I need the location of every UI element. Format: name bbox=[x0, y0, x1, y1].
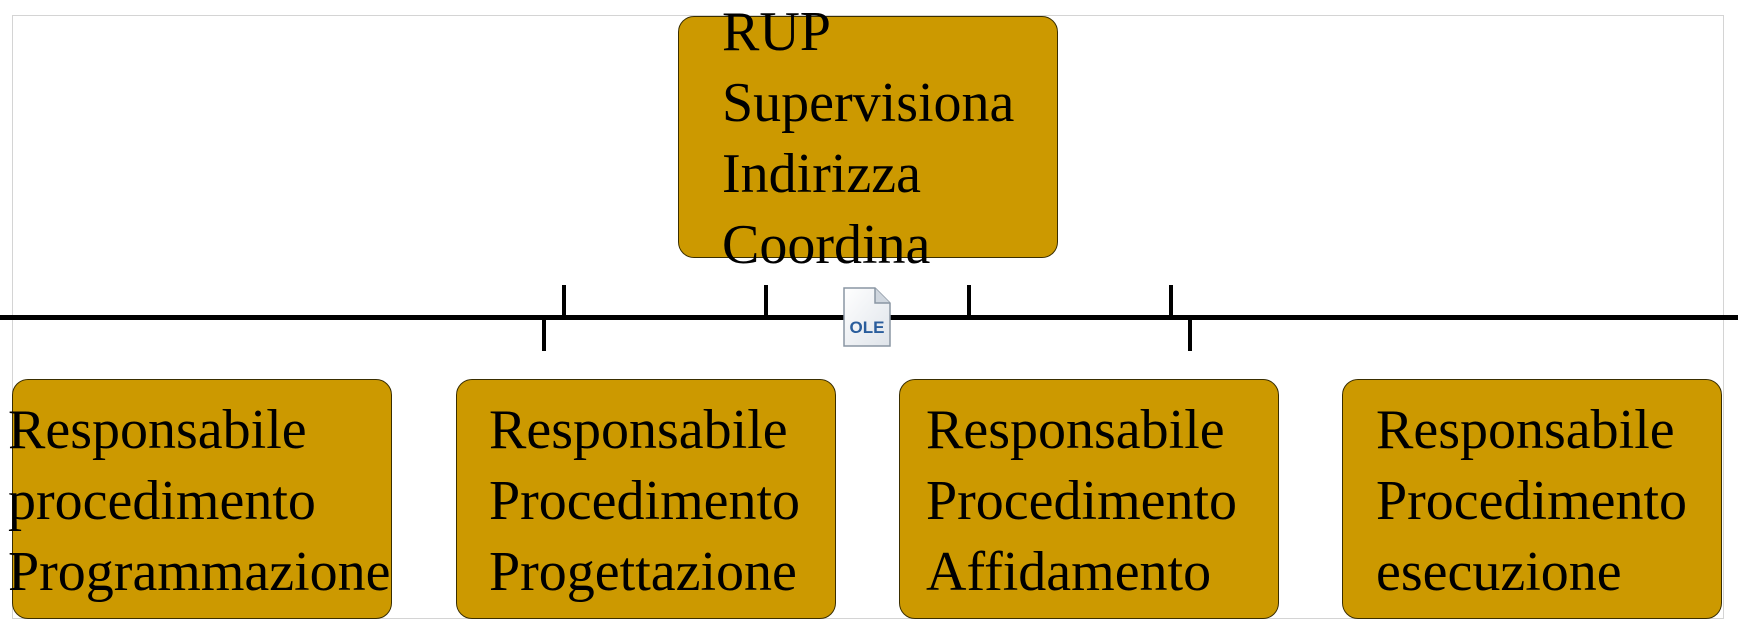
child-line: Responsabile bbox=[489, 399, 788, 461]
child-line: Responsabile bbox=[926, 399, 1225, 461]
ole-label: OLE bbox=[850, 318, 885, 337]
child-node-text: Responsabile procedimento Programmazione bbox=[8, 395, 391, 608]
connector-tick-up bbox=[562, 285, 566, 317]
child-node-affidamento bbox=[899, 379, 1279, 619]
child-line: Procedimento bbox=[926, 470, 1238, 532]
child-line: Procedimento bbox=[489, 470, 801, 532]
root-line: Indirizza bbox=[722, 143, 921, 205]
child-node-text: Responsabile Procedimento esecuzione bbox=[1376, 395, 1687, 608]
root-line: Coordina bbox=[722, 214, 931, 276]
root-node bbox=[678, 16, 1058, 258]
child-line: esecuzione bbox=[1376, 541, 1622, 603]
root-line: RUP bbox=[722, 1, 831, 63]
child-line: procedimento bbox=[8, 470, 316, 532]
connector-tick-down bbox=[1188, 318, 1192, 351]
child-line: Affidamento bbox=[926, 541, 1212, 603]
child-node-text: Responsabile Procedimento Affidamento bbox=[926, 395, 1237, 608]
ole-object-icon[interactable]: OLE bbox=[842, 287, 892, 347]
connector-tick-up bbox=[1169, 285, 1173, 317]
connector-tick-up bbox=[764, 285, 768, 317]
child-node-progettazione bbox=[456, 379, 836, 619]
connector-tick-down bbox=[542, 318, 546, 351]
child-node-text: Responsabile Procedimento Progettazione bbox=[489, 395, 800, 608]
root-line: Supervisiona bbox=[722, 72, 1015, 134]
child-line: Progettazione bbox=[489, 541, 797, 603]
child-line: Responsabile bbox=[8, 399, 307, 461]
child-line: Programmazione bbox=[8, 541, 391, 603]
root-node-text: RUP Supervisiona Indirizza Coordina bbox=[722, 0, 1014, 281]
child-node-programmazione bbox=[12, 379, 392, 619]
child-line: Procedimento bbox=[1376, 470, 1688, 532]
child-line: Responsabile bbox=[1376, 399, 1675, 461]
connector-tick-up bbox=[967, 285, 971, 317]
